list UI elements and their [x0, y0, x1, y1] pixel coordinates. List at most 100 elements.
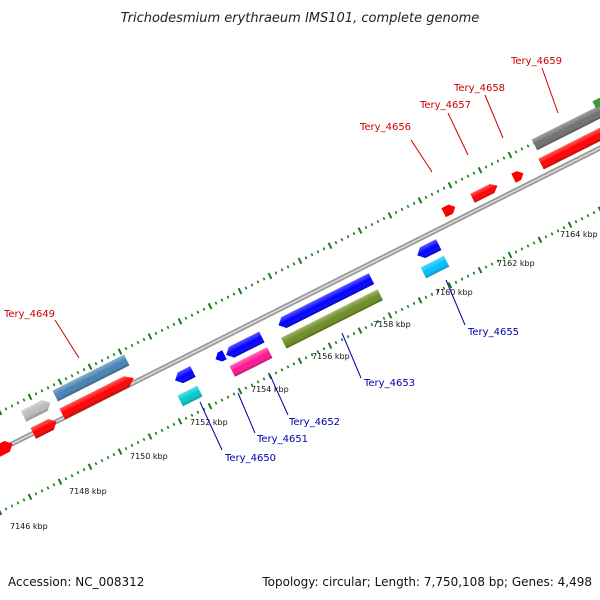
gene-label-tery-4653[interactable]: Tery_4653 [363, 378, 415, 389]
major-tick [27, 493, 33, 501]
major-tick [147, 433, 153, 440]
minor-tick [184, 416, 188, 420]
gene-block-green-edge[interactable] [592, 97, 600, 109]
minor-tick [364, 325, 368, 330]
minor-tick [124, 346, 128, 351]
minor-tick [460, 277, 464, 281]
minor-tick [64, 377, 68, 381]
minor-tick [502, 256, 506, 260]
minor-tick [154, 331, 158, 335]
minor-tick [394, 210, 398, 215]
minor-tick [16, 501, 20, 505]
minor-tick [346, 235, 350, 239]
minor-tick [304, 256, 308, 260]
minor-tick [586, 214, 590, 218]
minor-tick [82, 368, 86, 372]
gene-label-tery-4655[interactable]: Tery_4655 [467, 327, 519, 338]
major-tick [507, 251, 513, 259]
minor-tick [316, 250, 320, 254]
upper-tick-row [0, 106, 600, 416]
minor-tick [310, 253, 314, 257]
gene-tery-4652-block-blue[interactable] [223, 331, 265, 361]
gene-tery-4658-block[interactable] [511, 169, 525, 183]
minor-tick [316, 350, 320, 354]
minor-tick [262, 277, 266, 281]
major-tick [147, 333, 153, 340]
gene-tery-4650-block-cyan[interactable] [177, 385, 203, 407]
minor-tick [526, 144, 530, 148]
minor-tick [580, 217, 584, 221]
minor-tick [160, 328, 164, 332]
gene-label-tery-4651[interactable]: Tery_4651 [256, 434, 308, 445]
minor-tick [484, 165, 488, 169]
minor-tick [256, 280, 260, 284]
minor-tick [460, 177, 464, 181]
gene-label-tery-4649[interactable]: Tery_4649 [3, 309, 55, 320]
gene-block-red-long[interactable] [59, 373, 137, 420]
gene-tery-4653-block-blue[interactable] [276, 273, 375, 330]
gene-label-tery-4650[interactable]: Tery_4650 [224, 453, 276, 464]
minor-tick [496, 159, 500, 163]
minor-tick [556, 229, 560, 233]
major-tick [357, 327, 363, 334]
gene-block-red-left[interactable] [0, 438, 15, 465]
minor-tick [106, 455, 110, 460]
tick-label: 7156 kbp [312, 352, 350, 361]
minor-tick [46, 486, 50, 490]
tick-label: 7158 kbp [373, 320, 411, 329]
gene-label-tery-4656[interactable]: Tery_4656 [359, 122, 411, 133]
minor-tick [352, 332, 356, 336]
minor-tick [160, 428, 164, 432]
minor-tick [220, 398, 224, 402]
minor-tick [484, 265, 488, 269]
gene-label-tery-4659[interactable]: Tery_4659 [510, 56, 562, 67]
gene-block-gray[interactable] [20, 397, 53, 422]
minor-tick [430, 192, 434, 196]
genome-backbone [0, 145, 600, 453]
reverse-strand-genes [172, 239, 450, 407]
major-tick [207, 402, 213, 410]
minor-tick [520, 247, 524, 251]
gene-tery-4651-block[interactable] [213, 350, 227, 363]
major-tick [237, 387, 243, 395]
gene-tery-4659-block-gray[interactable] [531, 99, 600, 151]
minor-tick [340, 338, 344, 342]
gene-label-tery-4657[interactable]: Tery_4657 [419, 100, 471, 111]
major-tick [387, 312, 393, 319]
gene-tery-4655-block-skyblue[interactable] [420, 255, 450, 279]
major-tick [267, 272, 273, 280]
minor-tick [592, 211, 596, 215]
minor-tick [400, 307, 404, 312]
gene-label-tery-4652[interactable]: Tery_4652 [288, 417, 340, 428]
minor-tick [322, 247, 326, 251]
gene-label-tery-4658[interactable]: Tery_4658 [453, 83, 505, 94]
gene-tery-4659-block-red[interactable] [538, 120, 600, 170]
tick-label: 7150 kbp [130, 452, 168, 461]
minor-tick [10, 404, 14, 408]
minor-tick [94, 362, 98, 366]
minor-tick [232, 392, 236, 396]
major-tick [297, 257, 303, 265]
gene-tery-4652-block-pink[interactable] [229, 347, 273, 377]
minor-tick [520, 147, 524, 151]
gene-tery-4649-block[interactable] [52, 354, 130, 402]
minor-tick [136, 340, 140, 345]
gene-tery-4656-block[interactable] [441, 202, 457, 218]
minor-tick [442, 186, 446, 190]
major-tick [57, 478, 63, 486]
minor-tick [442, 286, 446, 290]
minor-tick [130, 443, 134, 448]
minor-tick [214, 401, 218, 405]
gene-tery-4655-block-blue[interactable] [415, 239, 442, 261]
major-tick [177, 317, 183, 325]
gene-tery-4650-block-blue[interactable] [172, 366, 196, 386]
gene-tery-4653-block-olive[interactable] [281, 289, 383, 349]
minor-tick [550, 232, 554, 236]
minor-tick [424, 295, 428, 299]
major-tick [117, 348, 123, 355]
gene-block-red-small[interactable] [30, 416, 60, 439]
gene-tery-4657-block[interactable] [470, 181, 500, 203]
minor-tick [280, 268, 284, 272]
major-tick [0, 509, 3, 516]
minor-tick [400, 207, 404, 212]
